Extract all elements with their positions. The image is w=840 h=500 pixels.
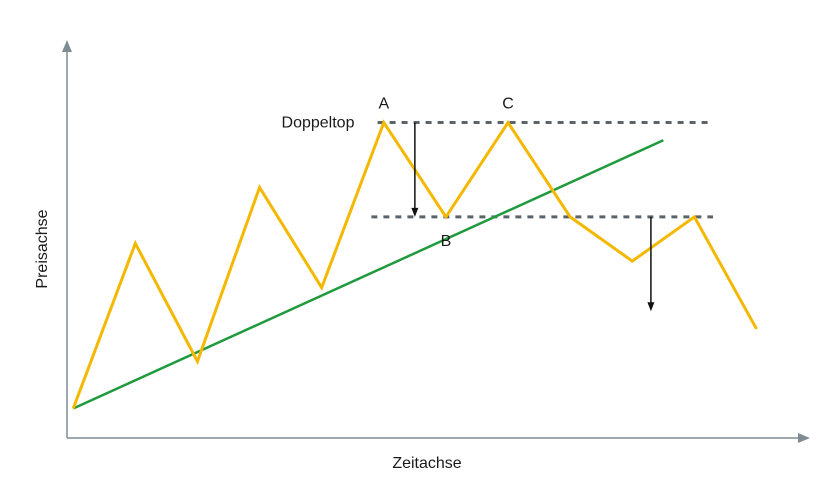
annotation-c: C bbox=[502, 96, 514, 113]
x-axis-label: Zeitachse bbox=[392, 455, 461, 472]
annotation-doppeltop: Doppeltop bbox=[282, 115, 355, 132]
arrow-head-1 bbox=[411, 207, 419, 217]
annotations-group: Doppeltop A B C bbox=[282, 96, 514, 250]
trend-line-group bbox=[72, 139, 664, 410]
level-lines bbox=[371, 121, 714, 219]
y-axis-arrowhead bbox=[62, 40, 72, 52]
y-axis-label: Preisachse bbox=[34, 209, 51, 288]
axes bbox=[62, 40, 810, 443]
arrow-head-2 bbox=[647, 302, 655, 312]
x-axis-arrowhead bbox=[798, 433, 810, 443]
trend-line bbox=[72, 139, 664, 410]
annotation-a: A bbox=[378, 96, 389, 113]
arrows-group bbox=[411, 122, 655, 312]
annotation-b: B bbox=[441, 233, 452, 250]
